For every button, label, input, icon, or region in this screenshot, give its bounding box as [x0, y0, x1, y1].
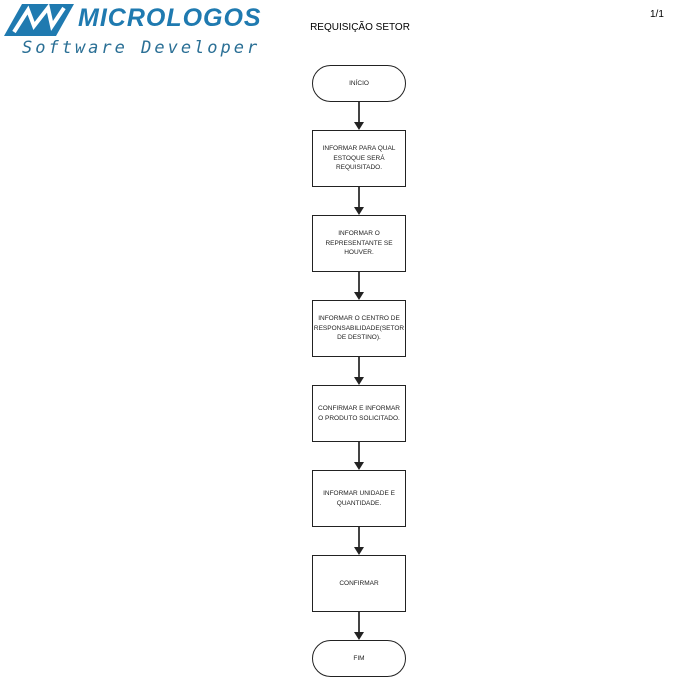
arrow-head-icon: [354, 462, 364, 470]
arrow-head-icon: [354, 292, 364, 300]
start-node: INÍCIO: [312, 65, 406, 102]
arrow-head-icon: [354, 207, 364, 215]
node-label: FIM: [353, 654, 365, 662]
arrow-head-icon: [354, 547, 364, 555]
node-label: INÍCIO: [349, 79, 369, 87]
connector-line: [358, 357, 360, 378]
process-step: CONFIRMAR: [312, 555, 406, 612]
arrow-head-icon: [354, 377, 364, 385]
logo-mark-icon: [4, 3, 74, 36]
node-label: INFORMAR UNIDADE E QUANTIDADE.: [323, 489, 395, 507]
logo-tagline: Software Developer: [22, 38, 261, 58]
page-number: 1/1: [650, 9, 664, 20]
logo: [4, 2, 76, 41]
connector-line: [358, 612, 360, 633]
node-label: INFORMAR PARA QUAL ESTOQUE SERÁ REQUISIT…: [322, 144, 396, 172]
connector-line: [358, 527, 360, 548]
node-label: INFORMAR O REPRESENTANTE SE HOUVER.: [325, 229, 393, 257]
arrow-head-icon: [354, 632, 364, 640]
node-label: CONFIRMAR E INFORMAR O PRODUTO SOLICITAD…: [318, 404, 400, 422]
process-step: INFORMAR O REPRESENTANTE SE HOUVER.: [312, 215, 406, 272]
page-title: REQUISIÇÃO SETOR: [310, 22, 410, 33]
arrow-head-icon: [354, 122, 364, 130]
process-step: CONFIRMAR E INFORMAR O PRODUTO SOLICITAD…: [312, 385, 406, 442]
node-label: INFORMAR O CENTRO DE RESPONSABILIDADE(SE…: [313, 314, 405, 342]
connector-line: [358, 102, 360, 123]
connector-line: [358, 187, 360, 208]
logo-name: MICROLOGOS: [78, 4, 262, 32]
process-step: INFORMAR PARA QUAL ESTOQUE SERÁ REQUISIT…: [312, 130, 406, 187]
process-step: INFORMAR UNIDADE E QUANTIDADE.: [312, 470, 406, 527]
node-label: CONFIRMAR: [339, 579, 379, 587]
connector-line: [358, 442, 360, 463]
connector-line: [358, 272, 360, 293]
end-node: FIM: [312, 640, 406, 677]
process-step: INFORMAR O CENTRO DE RESPONSABILIDADE(SE…: [312, 300, 406, 357]
